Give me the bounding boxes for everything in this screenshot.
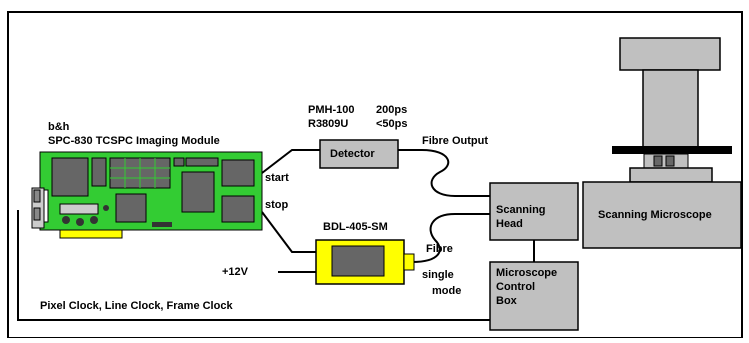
control-box [489, 261, 579, 331]
detector-time-2: <50ps [376, 118, 408, 130]
clock-cable [17, 210, 490, 321]
power-label: +12V [222, 266, 248, 278]
component [90, 216, 98, 224]
stop-label: stop [265, 199, 289, 211]
microscope-lens [653, 155, 663, 167]
laser-window [331, 245, 385, 277]
laser-fibre-port [403, 253, 415, 271]
chip-grid-lines [110, 158, 170, 188]
detector-time-1: 200ps [376, 104, 408, 116]
chip [221, 195, 255, 223]
card-port-1 [33, 189, 41, 203]
clock-label: Pixel Clock, Line Clock, Frame Clock [40, 300, 233, 312]
chip [181, 171, 215, 213]
scanning-head-line-1: Scanning [496, 204, 546, 216]
laser-fibre-label: Fibre [426, 243, 453, 255]
laser-mode-label: mode [432, 285, 462, 297]
chip [173, 157, 185, 167]
spc-830-card [31, 151, 263, 239]
microscope-column [642, 69, 699, 149]
laser-label: BDL-405-SM [323, 221, 388, 233]
scanning-microscope [582, 37, 742, 249]
component [62, 216, 70, 224]
microscope-base [582, 181, 742, 249]
connection-lines [17, 149, 535, 321]
detector-box [319, 139, 399, 169]
fibre-output-label: Fibre Output [422, 135, 488, 147]
microscope-top [619, 37, 721, 71]
microscope-stage [612, 146, 732, 154]
microscope-lens [665, 155, 675, 167]
chip [221, 159, 255, 187]
microscope-neck [629, 167, 713, 183]
microscope-label: Scanning Microscope [598, 209, 712, 221]
chip [59, 203, 99, 215]
control-box-line-2: Control [496, 281, 536, 293]
chip [115, 193, 147, 223]
control-box-line-1: Microscope [496, 267, 558, 279]
scanning-head-line-2: Head [496, 218, 523, 230]
chip-row [185, 157, 219, 167]
component [76, 218, 84, 226]
fibre-laser-cable [411, 213, 490, 263]
start-label: start [265, 172, 289, 184]
start-cable [261, 149, 320, 174]
card-title: SPC-830 TCSPC Imaging Module [48, 135, 220, 147]
detector-model-2: R3809U [308, 118, 349, 130]
scanning-head-box [489, 182, 579, 241]
chip [91, 157, 107, 187]
component [103, 205, 109, 211]
detector-model-1: PMH-100 [308, 104, 355, 116]
laser-module [315, 239, 415, 285]
laser-single-label: single [422, 269, 454, 281]
chip [51, 157, 89, 197]
detector-label: Detector [330, 148, 375, 160]
control-box-line-3: Box [496, 295, 517, 307]
component [152, 222, 172, 227]
stop-cable [261, 211, 316, 253]
card-port-2 [33, 207, 41, 221]
fibre-output-cable [398, 149, 490, 197]
card-brand: b&h [48, 121, 70, 133]
